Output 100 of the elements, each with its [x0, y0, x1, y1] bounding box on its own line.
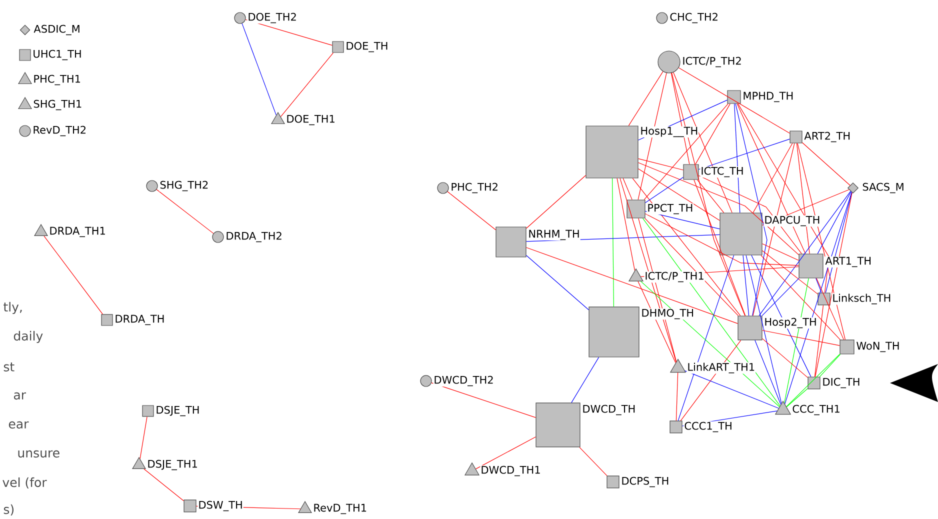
link-line: [571, 356, 600, 403]
link-line: [632, 178, 741, 316]
node-label: ART2_TH: [804, 132, 850, 142]
node-label: DOE_TH: [346, 42, 388, 52]
node-label: SACS_M: [862, 182, 904, 194]
square-node: [840, 340, 854, 354]
link-line: [752, 142, 795, 316]
link-line: [680, 340, 742, 421]
square-node: [808, 376, 820, 390]
node-label: SHG_TH1: [34, 100, 82, 110]
link-line: [526, 255, 589, 310]
link-line: [579, 446, 608, 476]
square-node: [332, 41, 344, 53]
link-line: [645, 176, 684, 204]
circle-node: [420, 375, 432, 387]
link-line: [746, 254, 782, 404]
link-line: [754, 340, 782, 405]
link-line: [784, 278, 809, 404]
square-node: [142, 405, 154, 417]
node-label: Hosp2_TH: [765, 318, 816, 328]
link-line: [814, 192, 852, 377]
link-line: [144, 468, 184, 502]
link-line: [638, 168, 720, 221]
link-line: [751, 254, 812, 377]
note-text: tly,: [4, 302, 22, 314]
node-label: DIC_TH: [823, 378, 860, 388]
circle-node: [19, 125, 31, 137]
node-label: NRHM_TH: [529, 230, 579, 240]
node-label: PPCT_TH: [648, 204, 692, 214]
link-line: [684, 370, 779, 409]
node-label: WoN_TH: [856, 342, 899, 352]
square-node: [19, 49, 31, 61]
link-line: [44, 236, 103, 314]
node-label: DRDA_TH2: [226, 232, 282, 242]
node-label: DWCD_TH: [583, 404, 635, 416]
node-label: SHG_TH2: [160, 180, 208, 192]
node-label: DWCD_TH2: [434, 376, 493, 386]
node-label: DAPCU_TH: [765, 216, 820, 226]
link-line: [694, 179, 746, 316]
square-node: [798, 254, 824, 278]
link-line: [447, 191, 496, 230]
node-label: ART1_TH: [825, 256, 871, 268]
link-line: [760, 254, 840, 340]
circle-node: [212, 231, 224, 243]
link-line: [735, 104, 768, 316]
link-line: [695, 104, 730, 164]
square-node: [670, 420, 682, 434]
square-node: [683, 164, 699, 180]
link-line: [670, 72, 690, 164]
node-label: DSJE_TH: [156, 406, 199, 416]
circle-node: [656, 12, 668, 24]
link-line: [784, 192, 852, 404]
link-line: [638, 72, 667, 200]
node-label: DRDA_TH: [116, 314, 164, 326]
note-text: unsure: [18, 450, 60, 458]
square-node: [586, 126, 638, 178]
link-line: [280, 52, 334, 117]
link-line: [762, 250, 818, 294]
node-label: CCC1_TH: [684, 422, 732, 432]
node-label: DOE_TH2: [248, 12, 296, 24]
link-line: [738, 104, 830, 293]
link-line: [676, 372, 678, 421]
link-line: [736, 104, 806, 254]
square-node: [606, 476, 620, 488]
square-node: [790, 130, 802, 144]
node-label: CCC_TH1: [792, 404, 840, 416]
link-line: [526, 175, 586, 229]
link-line: [644, 104, 728, 200]
link-line: [622, 178, 632, 200]
node-label: DWCD_TH1: [482, 466, 540, 476]
link-line: [762, 243, 799, 261]
node-label: DOE_TH1: [287, 114, 334, 126]
link-line: [752, 142, 793, 213]
link-line: [786, 388, 808, 408]
link-line: [762, 338, 808, 378]
link-line: [140, 416, 148, 459]
link-line: [742, 254, 750, 316]
link-line: [678, 254, 734, 421]
link-line: [612, 178, 614, 307]
square-node: [101, 314, 113, 326]
link-line: [678, 67, 790, 134]
node-label: DSJE_TH1: [148, 460, 197, 470]
link-line: [638, 162, 799, 256]
note-text: s): [4, 504, 14, 516]
link-line: [734, 104, 740, 213]
diamond-node: [20, 24, 30, 36]
link-line: [796, 142, 810, 254]
node-label: LinkART_TH1: [688, 362, 754, 374]
note-text: ear: [8, 421, 29, 429]
node-label: ICTC/P_TH1: [646, 272, 704, 282]
link-line: [698, 175, 802, 254]
node-label: RevD_TH1: [314, 504, 366, 514]
node-label: ICTC_TH: [702, 166, 743, 178]
link-line: [673, 72, 732, 213]
link-line: [802, 142, 850, 186]
square-node: [720, 212, 762, 256]
link-line: [431, 382, 536, 418]
link-line: [698, 138, 790, 170]
link-line: [816, 278, 844, 340]
node-label: PHC_TH2: [452, 182, 498, 194]
